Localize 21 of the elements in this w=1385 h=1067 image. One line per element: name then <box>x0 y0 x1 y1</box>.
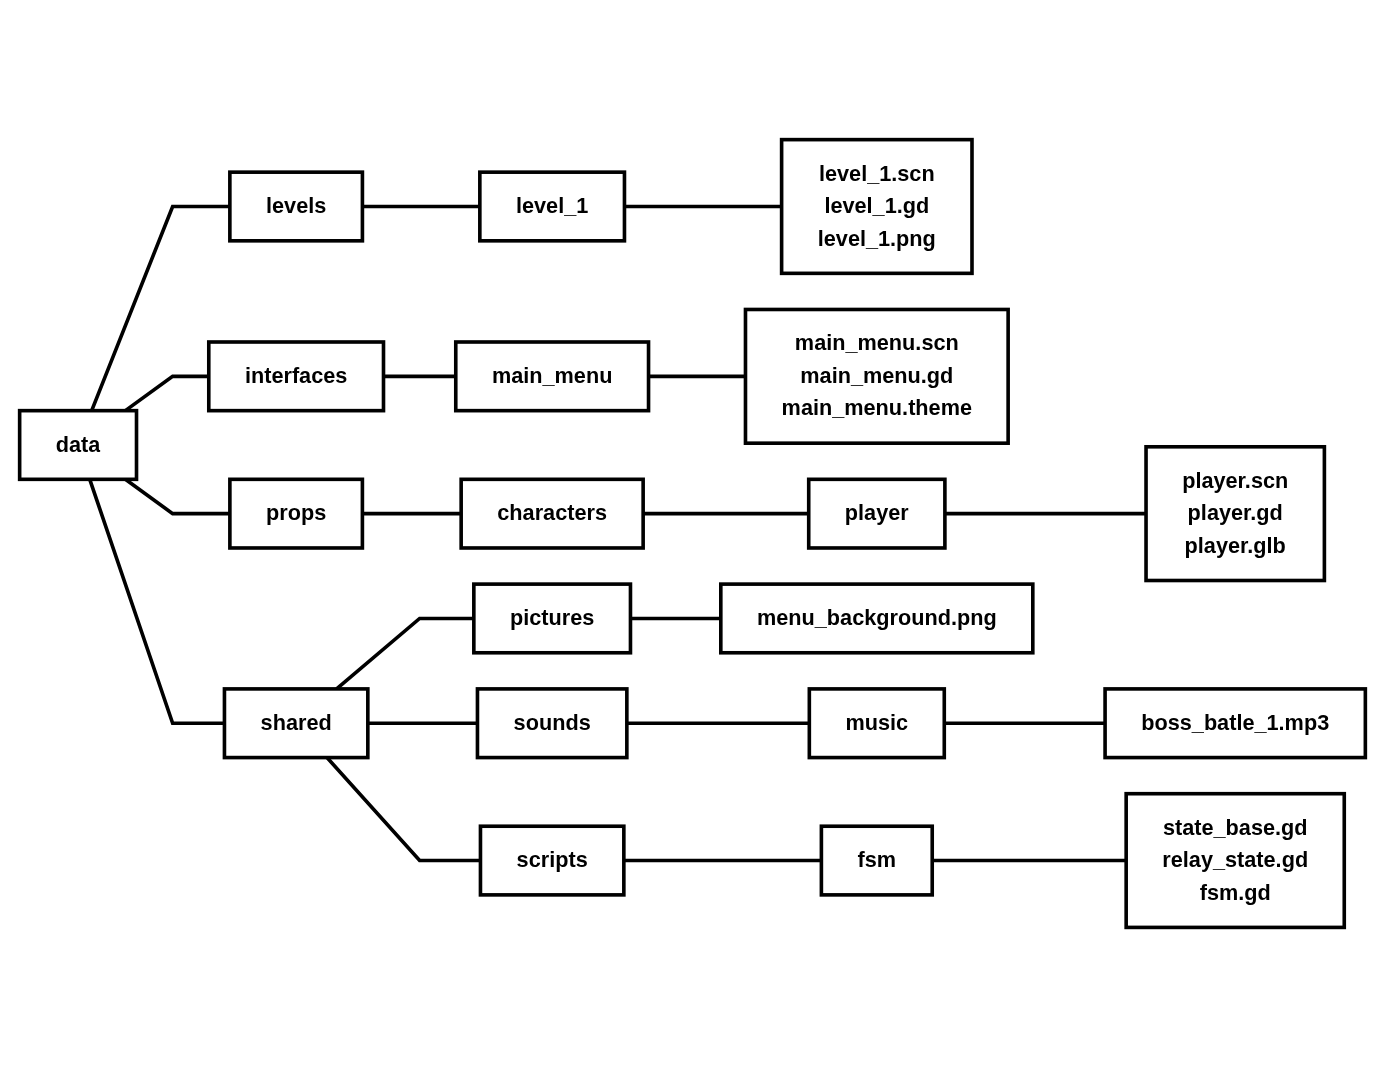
node-box <box>478 170 627 243</box>
node-box <box>228 477 365 550</box>
node-box <box>1124 791 1347 930</box>
node-box <box>1103 687 1368 760</box>
node-box <box>472 582 633 655</box>
node-box <box>475 687 629 760</box>
node-box <box>228 170 365 243</box>
node-box <box>779 137 974 276</box>
node-box <box>1144 444 1327 583</box>
node-box <box>222 687 370 760</box>
node-box <box>807 687 947 760</box>
node-box <box>819 824 935 897</box>
node-box <box>719 582 1035 655</box>
node-box <box>206 340 386 413</box>
node-box <box>17 408 139 482</box>
node-box <box>478 824 626 897</box>
node-box <box>743 307 1010 445</box>
node-box <box>806 477 947 550</box>
node-box <box>453 340 651 413</box>
folder-tree-diagram: data levels level_1 level_1.scn level_1.gd level_1.png interfaces main_menu main_menu.scn main_menu.gd main_menu.theme props characters player player.scn player.gd player.glb shared pictures menu_background.png sounds music boss_batle_1.mp3 scripts fsm state_base.gd relay_state.gd fsm.gd <box>10 129 1375 937</box>
node-box <box>459 477 645 550</box>
